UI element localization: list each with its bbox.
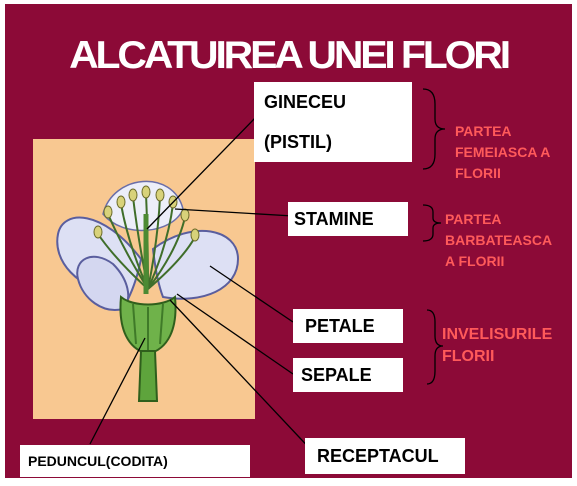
group-envelopes-line2: FLORII xyxy=(442,346,552,368)
group-envelopes: INVELISURILE FLORII xyxy=(442,324,552,368)
label-gineceu-line1: GINECEU xyxy=(264,92,346,113)
group-female-line2: FEMEIASCA A xyxy=(455,142,550,163)
label-gineceu-line2: (PISTIL) xyxy=(264,132,332,153)
group-female-line3: FLORII xyxy=(455,163,550,184)
label-stamine: STAMINE xyxy=(288,202,408,236)
label-peduncul: PEDUNCUL(CODITA) xyxy=(20,445,250,477)
label-gineceu: GINECEU (PISTIL) xyxy=(254,82,412,162)
group-male-line2: BARBATEASCA xyxy=(445,230,552,251)
slide-background: ALCATUIREA UNEI FLORI xyxy=(5,4,572,478)
label-receptacul: RECEPTACUL xyxy=(305,438,465,474)
label-sepale: SEPALE xyxy=(293,358,403,392)
group-male: PARTEA BARBATEASCA A FLORII xyxy=(445,209,552,272)
group-male-line1: PARTEA xyxy=(445,209,552,230)
group-envelopes-line1: INVELISURILE xyxy=(442,324,552,346)
group-male-line3: A FLORII xyxy=(445,251,552,272)
group-female-line1: PARTEA xyxy=(455,121,550,142)
label-petale: PETALE xyxy=(293,309,403,343)
group-female: PARTEA FEMEIASCA A FLORII xyxy=(455,121,550,184)
